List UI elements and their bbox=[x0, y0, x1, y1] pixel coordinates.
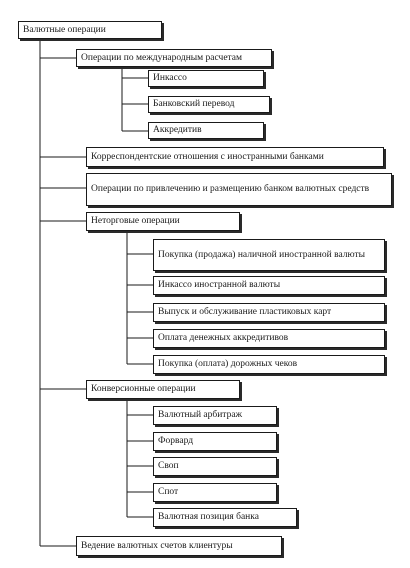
node-correspondent-relations: Корреспондентские отношения с иностранны… bbox=[86, 147, 384, 167]
node-travelers-checks: Покупка (оплата) дорожных чеков bbox=[153, 355, 385, 374]
node-foreign-currency-collection: Инкассо иностранной валюты bbox=[153, 276, 385, 295]
node-cash-currency-exchange: Покупка (продажа) наличной иностранной в… bbox=[153, 239, 385, 271]
node-attraction-placement: Операции по привлечению и размещению бан… bbox=[86, 173, 392, 206]
node-forward: Форвард bbox=[153, 432, 277, 451]
node-plastic-cards: Выпуск и обслуживание пластиковых карт bbox=[153, 303, 385, 322]
node-currency-arbitrage: Валютный арбитраж bbox=[153, 406, 277, 425]
node-currency-accounts: Ведение валютных счетов клиентуры bbox=[76, 536, 282, 556]
node-bank-transfer: Банковский перевод bbox=[148, 96, 270, 113]
node-bank-currency-position: Валютная позиция банка bbox=[153, 508, 297, 527]
node-conversion-operations: Конверсионные операции bbox=[86, 380, 240, 399]
node-money-letters-of-credit: Оплата денежных аккредитивов bbox=[153, 329, 385, 348]
node-international-settlements: Операции по международным расчетам bbox=[76, 49, 272, 67]
node-spot: Спот bbox=[153, 483, 277, 502]
node-collection: Инкассо bbox=[148, 70, 264, 87]
node-swap: Своп bbox=[153, 457, 277, 476]
node-letter-of-credit: Аккредитив bbox=[148, 122, 264, 139]
node-root: Валютные операции bbox=[18, 21, 162, 39]
node-non-trade-operations: Неторговые операции bbox=[86, 212, 240, 231]
